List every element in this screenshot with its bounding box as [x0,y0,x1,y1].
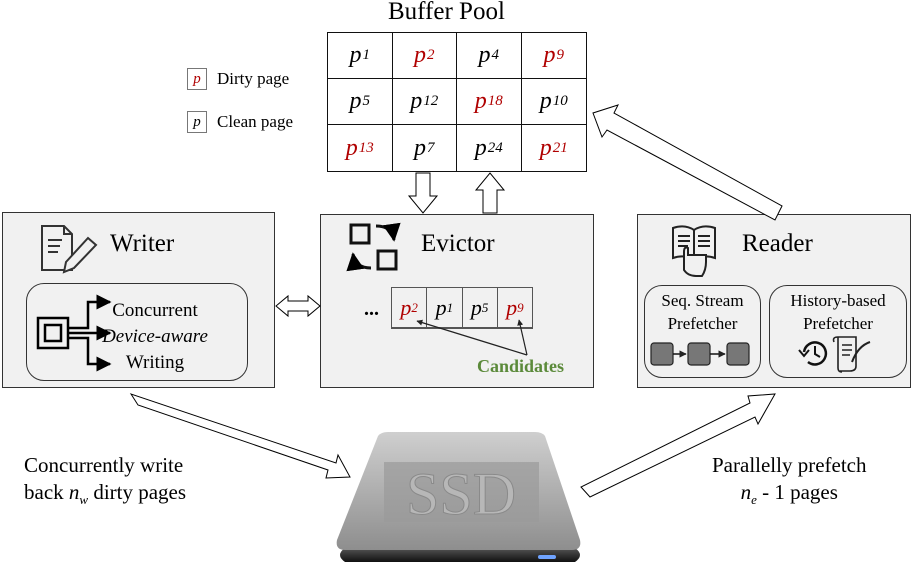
legend-dirty-label: Dirty page [217,69,290,88]
arrow-writer-evictor-bidirectional [275,294,321,318]
writer-title: Writer [110,230,175,257]
legend-clean-label: Clean page [217,112,293,131]
history-prefetcher-line-2: Prefetcher [803,314,873,333]
arrow-reader-to-bufferpool [592,104,783,221]
write-back-caption: Concurrently write back nw dirty pages [24,452,186,513]
evictor-title: Evictor [421,230,495,257]
writer-inner-box: Concurrent Device-aware Writing [26,283,248,381]
document-pencil-icon [41,225,98,274]
legend-clean-swatch: p [187,111,207,133]
parallel-write-icon [36,294,112,372]
history-prefetcher-line-1: History-based [790,291,886,310]
reader-title: Reader [742,230,813,257]
arrow-bufferpool-to-evictor [407,172,439,214]
writer-line-1: Concurrent [112,300,198,321]
arrow-writer-to-ssd [129,393,351,479]
candidates-pointers [416,319,528,356]
evictor-ellipsis: ... [364,298,379,320]
ssd-drive-icon: SSD [336,432,581,562]
history-clock-icon [798,341,828,366]
ssd-label: SSD [406,461,516,527]
write-caption-line-1: Concurrently write [24,453,184,477]
seq-prefetcher-line-1: Seq. Stream [661,291,744,310]
buffer-pool-title: Buffer Pool [388,0,505,25]
arrow-ssd-to-reader [580,393,776,498]
scroll-quill-icon [832,336,871,373]
prefetch-caption-line-2: ne - 1 pages [740,480,838,507]
legend-dirty-swatch: p [187,68,207,90]
prefetch-caption: Parallelly prefetch ne - 1 pages [712,452,867,513]
write-caption-line-2: back nw dirty pages [24,480,187,507]
candidates-label: Candidates [477,356,565,376]
seq-prefetcher-line-2: Prefetcher [667,314,738,333]
writer-line-2: Device-aware [102,326,208,347]
swap-squares-icon [346,222,401,272]
book-hand-icon [672,225,716,277]
writer-line-3: Writing [125,352,185,373]
arrow-evictor-to-bufferpool [474,172,506,214]
sequential-blocks-icon [650,342,750,366]
prefetch-caption-line-1: Parallelly prefetch [712,453,867,477]
